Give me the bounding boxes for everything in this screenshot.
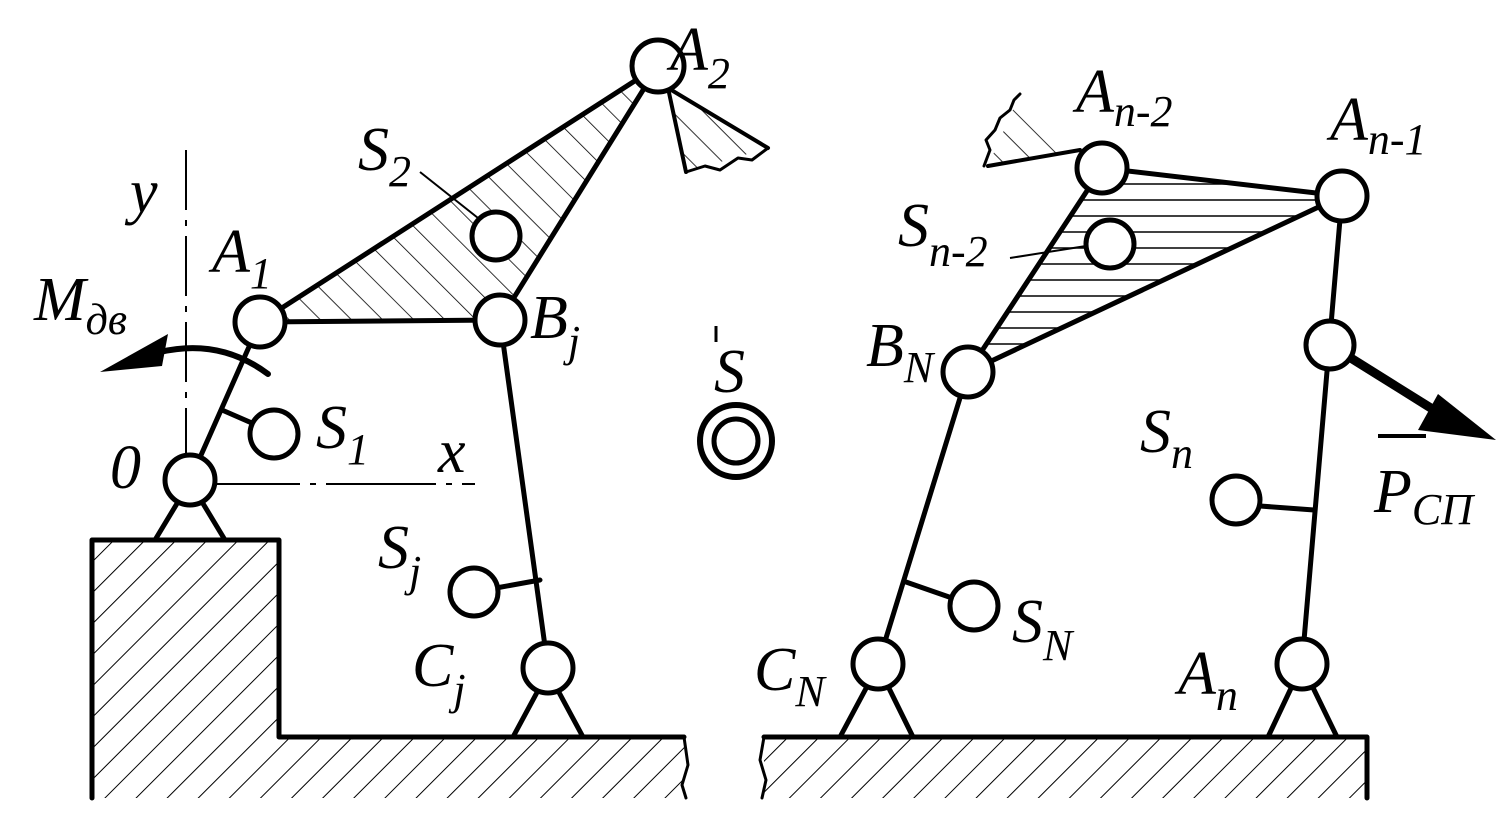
label-cn: CN <box>754 636 827 716</box>
label-s: S <box>714 338 745 406</box>
joint-force-point <box>1303 318 1357 372</box>
label-s2: S2 <box>358 116 411 196</box>
joint-s1 <box>247 407 301 461</box>
label-y-axis: y <box>124 158 158 226</box>
label-cj: Cj <box>412 632 466 714</box>
moment-arrow <box>100 334 271 377</box>
joint-cn <box>850 636 906 692</box>
joints <box>162 37 1370 696</box>
link-bj-cj <box>493 317 551 671</box>
joint-an <box>1274 636 1330 692</box>
label-an-2: An-2 <box>1072 58 1173 136</box>
label-origin: 0 <box>110 434 141 502</box>
label-an: An <box>1174 640 1238 720</box>
joint-bj <box>472 292 528 348</box>
label-a2: A2 <box>666 16 730 98</box>
label-s1: S1 <box>316 394 369 474</box>
label-moment: Mдв <box>33 266 127 344</box>
joint-an-1 <box>1314 168 1370 224</box>
label-sn-2: Sn-2 <box>898 192 988 276</box>
joint-a1 <box>232 294 288 350</box>
label-an-1: An-1 <box>1326 86 1427 164</box>
joint-a2 <box>629 37 687 95</box>
label-p: PСП <box>1373 434 1475 534</box>
ground-right <box>758 734 1370 801</box>
label-sn: Sn <box>1140 398 1193 478</box>
link-an-1-an <box>1257 193 1345 667</box>
label-sn-bottom: SN <box>1012 588 1075 670</box>
triangle-link-n-2 <box>965 165 1345 375</box>
label-bn: BN <box>866 312 936 392</box>
joint-cj <box>520 640 576 696</box>
fixed-pivot-a2 <box>666 86 770 174</box>
ground-left <box>89 537 690 801</box>
joint-sj <box>447 565 501 619</box>
joint-sn-2 <box>1083 217 1137 271</box>
joint-bn <box>940 344 996 400</box>
coordinate-axes <box>185 150 475 485</box>
fixed-pivot-an-2 <box>982 92 1082 168</box>
link-bn-cn <box>875 369 971 667</box>
svg-text:PСП: PСП <box>1373 458 1475 534</box>
joint-origin <box>162 452 218 508</box>
label-bj: Bj <box>530 284 580 366</box>
force-arrow <box>1327 341 1496 440</box>
label-x-axis: x <box>437 418 466 486</box>
labels: A2 S2 A1 y Mдв 0 S1 x Bj Sj Cj S An-2 An… <box>33 16 1475 720</box>
center-of-mass-symbol <box>697 326 775 480</box>
joint-sn <box>1209 473 1263 527</box>
triangle-link-2 <box>257 63 661 325</box>
joint-s2 <box>469 209 523 263</box>
label-sj: Sj <box>378 514 421 596</box>
joint-sn-cap <box>947 579 1001 633</box>
label-a1: A1 <box>208 218 272 298</box>
joint-an-2 <box>1074 140 1130 196</box>
